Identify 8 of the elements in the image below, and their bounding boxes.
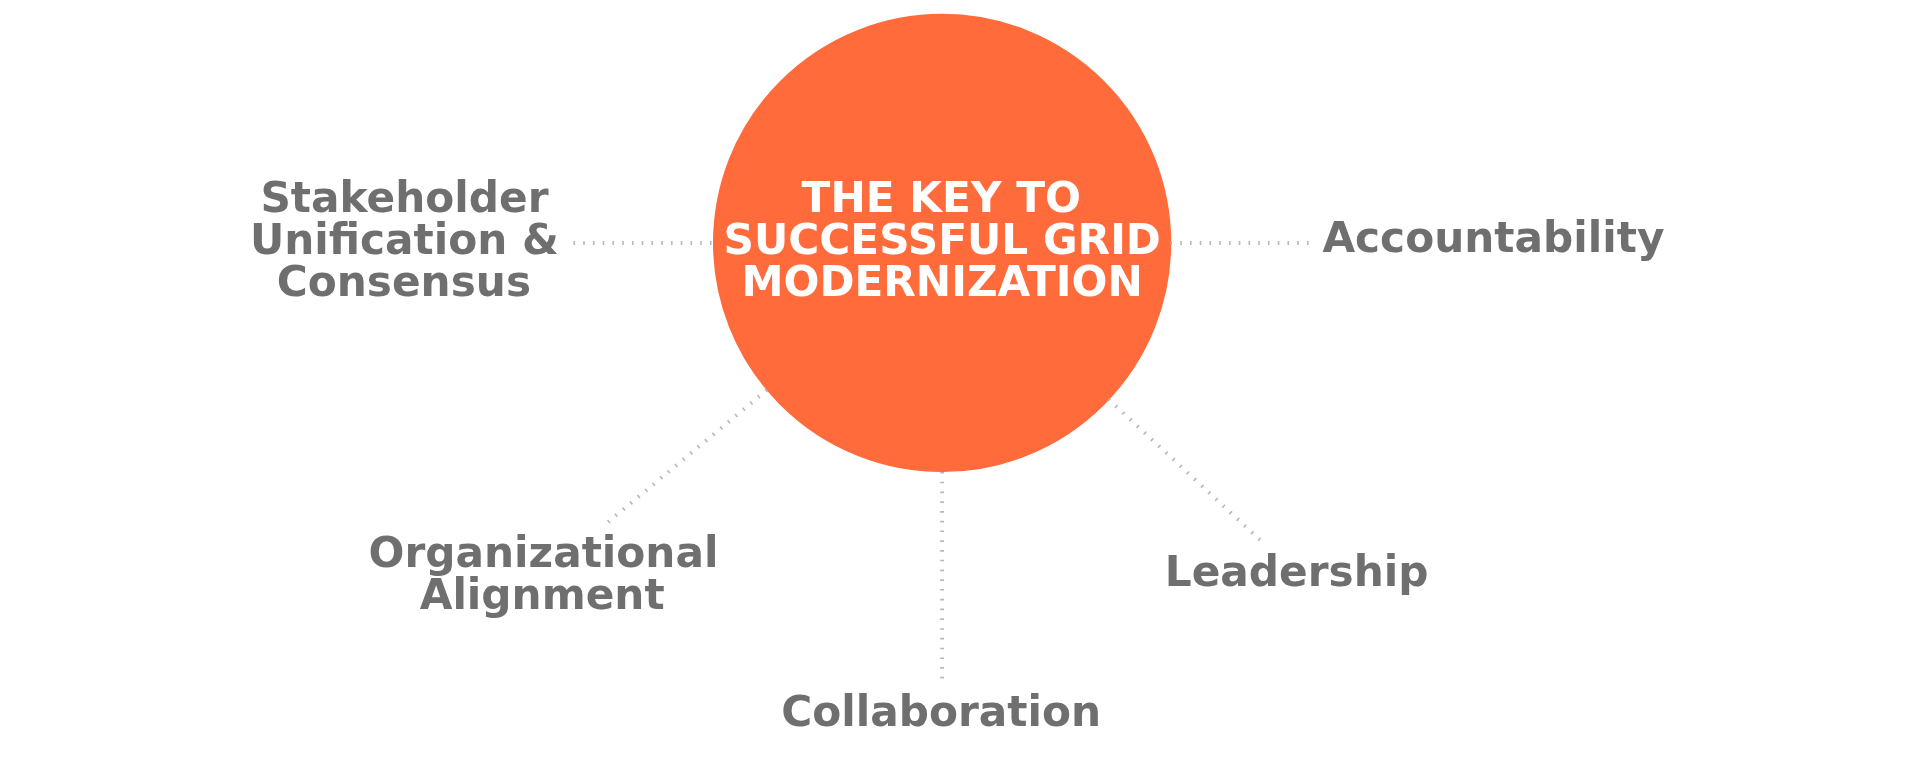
- node-text: Stakeholder Unification & Consensus: [249, 172, 559, 307]
- connector: [1107, 397, 1264, 544]
- node-text: Collaboration: [781, 687, 1102, 737]
- node-text: Organizational Alignment: [368, 527, 719, 620]
- node-circle: THE KEY TO SUCCESSFUL GRID MODERNIZATION: [713, 13, 1172, 473]
- node-text: Accountability: [1322, 212, 1665, 262]
- node-text: Leadership: [1164, 546, 1429, 596]
- connector: [605, 388, 769, 525]
